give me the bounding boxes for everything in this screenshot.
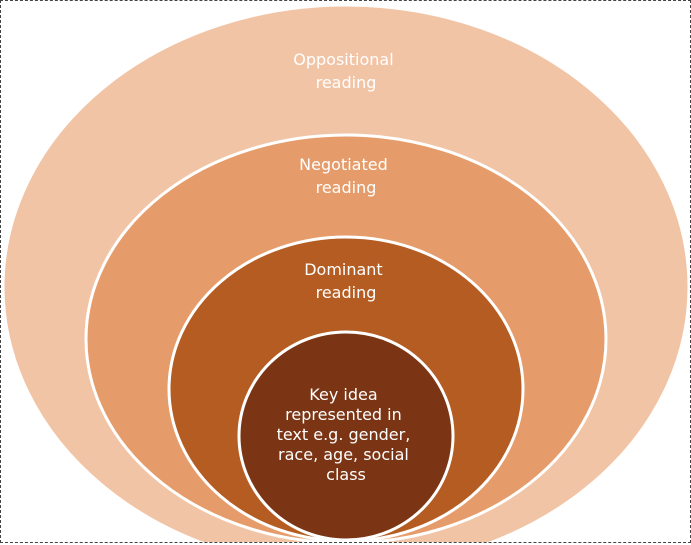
key-idea-line-3: text e.g. gender, <box>277 425 411 444</box>
oppositional-line-1: Oppositional <box>293 50 393 69</box>
negotiated-line-2: reading <box>316 178 377 197</box>
key-idea-line-4: race, age, social <box>278 445 409 464</box>
dominant-line-2: reading <box>316 283 377 302</box>
key-idea-line-1: Key idea <box>309 385 377 404</box>
negotiated-line-1: Negotiated <box>299 155 388 174</box>
oppositional-reading-label: Oppositional reading <box>293 50 398 92</box>
key-idea-line-2: represented in <box>285 405 402 424</box>
dominant-reading-label: Dominant reading <box>304 260 388 302</box>
key-idea-label: Key idea represented in text e.g. gender… <box>277 385 416 484</box>
key-idea-line-5: class <box>326 465 366 484</box>
oppositional-line-2: reading <box>316 73 377 92</box>
key-idea-circle <box>237 330 455 542</box>
dominant-line-1: Dominant <box>304 260 383 279</box>
negotiated-reading-label: Negotiated reading <box>299 155 393 197</box>
